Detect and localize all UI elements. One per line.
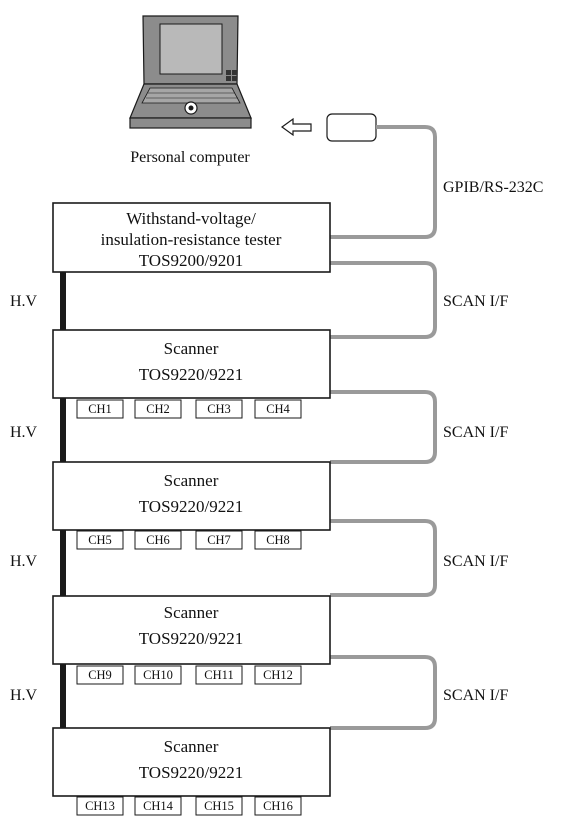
hv-label: H.V (10, 553, 38, 570)
channel-label: CH7 (207, 533, 231, 547)
channel-label: CH9 (88, 668, 112, 682)
scan-cable-1 (330, 261, 437, 339)
scanner-box (52, 329, 331, 399)
scan-if-label: SCAN I/F (443, 553, 508, 570)
channel-label: CH10 (143, 668, 173, 682)
channel-label: CH3 (207, 402, 231, 416)
channel-label: CH4 (266, 402, 290, 416)
hv-label: H.V (10, 293, 38, 310)
laptop-icon (129, 15, 252, 129)
scan-if-label: SCAN I/F (443, 424, 508, 441)
scan-if-label: SCAN I/F (443, 293, 508, 310)
channel-label: CH2 (146, 402, 170, 416)
tester-box (52, 202, 331, 273)
scanner-title: Scanner (164, 471, 219, 490)
hv-label: H.V (10, 424, 38, 441)
scanner-title: Scanner (164, 603, 219, 622)
scanner-model: TOS9220/9221 (139, 497, 244, 516)
channel-label: CH1 (88, 402, 112, 416)
scanner-model: TOS9220/9221 (139, 763, 244, 782)
interface-adapter (326, 113, 377, 142)
scan-cable-2 (330, 390, 437, 464)
channel-label: CH13 (85, 799, 115, 813)
channel-row: CH13 CH14 CH15 CH16 (76, 796, 302, 816)
interface-label: GPIB/RS-232C (443, 179, 543, 196)
scanner-box (52, 461, 331, 531)
channel-label: CH11 (204, 668, 233, 682)
tester-line-2: insulation-resistance tester (101, 230, 282, 249)
scanner-box (52, 727, 331, 797)
channel-row: CH5 CH6 CH7 CH8 (76, 530, 302, 550)
channel-label: CH6 (146, 533, 170, 547)
scanner-model: TOS9220/9221 (139, 365, 244, 384)
cables (330, 125, 437, 730)
hv-label: H.V (10, 687, 38, 704)
tester-line-1: Withstand-voltage/ (126, 209, 256, 228)
scanner-model: TOS9220/9221 (139, 629, 244, 648)
channel-label: CH15 (204, 799, 234, 813)
channel-label: CH16 (263, 799, 293, 813)
channel-label: CH12 (263, 668, 293, 682)
channel-row: CH9 CH10 CH11 CH12 (76, 665, 302, 685)
computer-label: Personal computer (130, 149, 250, 166)
scanner-box (52, 595, 331, 665)
scan-if-label: SCAN I/F (443, 687, 508, 704)
arrow-left-icon (280, 117, 312, 137)
channel-label: CH14 (143, 799, 174, 813)
tester-line-3: TOS9200/9201 (139, 251, 244, 270)
scanner-title: Scanner (164, 737, 219, 756)
scan-cable-3 (330, 519, 437, 597)
scan-cable-4 (330, 655, 437, 730)
channel-label: CH8 (266, 533, 290, 547)
gpib-cable (330, 125, 437, 239)
channel-row: CH1 CH2 CH3 CH4 (76, 399, 302, 419)
channel-label: CH5 (88, 533, 112, 547)
scanner-title: Scanner (164, 339, 219, 358)
